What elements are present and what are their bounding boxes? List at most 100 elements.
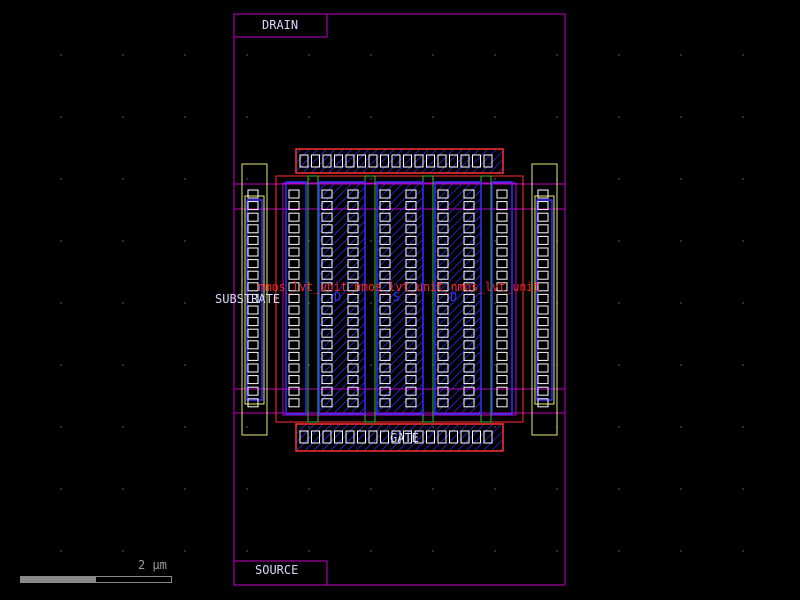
contact (537, 282, 549, 292)
contact (288, 247, 300, 257)
contact (463, 270, 475, 280)
contact (288, 375, 300, 385)
contact (247, 282, 259, 292)
contact (247, 201, 259, 211)
poly-finger[interactable] (422, 175, 434, 423)
contact (437, 201, 449, 211)
contact (496, 340, 508, 350)
gate-contact (311, 154, 320, 168)
contact (463, 201, 475, 211)
contact (288, 270, 300, 280)
contact (463, 212, 475, 222)
contact (437, 247, 449, 257)
contact (321, 235, 333, 245)
contact (379, 293, 391, 303)
contact (379, 317, 391, 327)
contact (347, 189, 359, 199)
contact (437, 259, 449, 269)
contact (347, 328, 359, 338)
contact (405, 189, 417, 199)
substrate-tap-right-inner[interactable] (534, 195, 555, 405)
contact (379, 201, 391, 211)
contact (321, 305, 333, 315)
substrate-tap-right-metal[interactable] (536, 199, 553, 401)
gate-contact (391, 154, 401, 168)
contact (347, 398, 359, 408)
gate-contact (345, 154, 355, 168)
gate-contact (380, 430, 389, 444)
contact (437, 305, 449, 315)
contact (347, 317, 359, 327)
gate-contacts (299, 154, 493, 444)
contact (379, 398, 391, 408)
contact (288, 259, 300, 269)
contact-array (247, 189, 549, 408)
contact (463, 235, 475, 245)
substrate-tap-left-outer[interactable] (241, 163, 268, 436)
gate-contact (426, 430, 435, 444)
contact (321, 259, 333, 269)
contact (347, 224, 359, 234)
contact (247, 224, 259, 234)
contact (379, 282, 391, 292)
contact (463, 398, 475, 408)
contact (496, 363, 508, 373)
drain-pin-box[interactable] (233, 13, 328, 38)
gate-contact (472, 430, 481, 444)
cell-boundary[interactable] (233, 13, 566, 586)
contact (288, 317, 300, 327)
contact (537, 340, 549, 350)
poly-finger[interactable] (307, 175, 319, 423)
substrate-tap-left-metal[interactable] (246, 199, 263, 401)
source-pin-box[interactable] (233, 560, 328, 586)
contact (496, 270, 508, 280)
contact (405, 340, 417, 350)
contact (321, 398, 333, 408)
substrate-tap-left-inner[interactable] (244, 195, 265, 405)
contact (496, 293, 508, 303)
contact (288, 224, 300, 234)
active-region[interactable] (275, 175, 524, 423)
contact (347, 212, 359, 222)
gate-contact (403, 154, 412, 168)
poly-finger[interactable] (364, 175, 376, 423)
contact (463, 247, 475, 257)
gate-contact (426, 154, 435, 168)
contact (463, 305, 475, 315)
gate-contact (322, 430, 332, 444)
contact (537, 363, 549, 373)
gate-contact (414, 154, 424, 168)
gate-contact (357, 430, 366, 444)
metal-strip-edge[interactable] (285, 181, 307, 415)
gate-contact (460, 430, 470, 444)
contact (379, 235, 391, 245)
contact (537, 328, 549, 338)
source-label: SOURCE (255, 563, 298, 577)
contact (288, 189, 300, 199)
finger-label-drain-1: D (334, 290, 341, 304)
contact (379, 328, 391, 338)
contact (347, 375, 359, 385)
poly-finger[interactable] (480, 175, 492, 423)
contact (437, 270, 449, 280)
gate-contact (483, 430, 493, 444)
substrate-tap-right-outer[interactable] (531, 163, 558, 436)
metal-strip-edge[interactable] (491, 181, 513, 415)
contact (437, 363, 449, 373)
contact (537, 375, 549, 385)
contact (537, 270, 549, 280)
contact (347, 201, 359, 211)
contact (347, 259, 359, 269)
contact (405, 317, 417, 327)
contact (288, 201, 300, 211)
contact (437, 282, 449, 292)
contact (405, 259, 417, 269)
contact (321, 282, 333, 292)
gate-contact (357, 154, 366, 168)
contact (247, 259, 259, 269)
contact (379, 212, 391, 222)
contact (379, 224, 391, 234)
contact (405, 270, 417, 280)
contact (405, 305, 417, 315)
